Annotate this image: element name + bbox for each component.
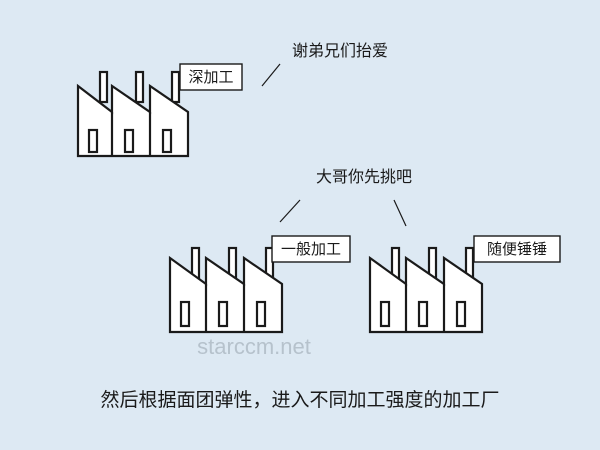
speech-top: 谢弟兄们抬爱 [292, 41, 388, 60]
speech-tick [393, 199, 407, 227]
factory-label-top: 深加工 [188, 68, 233, 86]
window [123, 128, 135, 154]
factory-mid: 一般加工 [168, 235, 351, 334]
window [455, 300, 467, 328]
window [217, 300, 229, 328]
factory-top: 深加工 [76, 63, 243, 158]
factory-label-mid: 一般加工 [281, 240, 341, 258]
window [87, 128, 99, 154]
watermark: starccm.net [197, 334, 311, 359]
window [255, 300, 267, 328]
speech-shared: 大哥你先挑吧 [316, 167, 412, 186]
speech-tick [261, 63, 281, 87]
factory-sign [473, 235, 561, 263]
factory-label-right: 随便锤锤 [487, 240, 547, 258]
caption: 然后根据面团弹性，进入不同加工强度的加工厂 [100, 389, 499, 411]
chimney [134, 70, 145, 104]
window [379, 300, 391, 328]
factory-sign [271, 235, 351, 263]
window [417, 300, 429, 328]
window [161, 128, 173, 154]
chimney [170, 70, 181, 104]
speech-tick [279, 199, 301, 223]
factory-sign [179, 63, 243, 91]
factory-right: 随便锤锤 [368, 235, 561, 334]
window [179, 300, 191, 328]
chimney [98, 70, 109, 104]
